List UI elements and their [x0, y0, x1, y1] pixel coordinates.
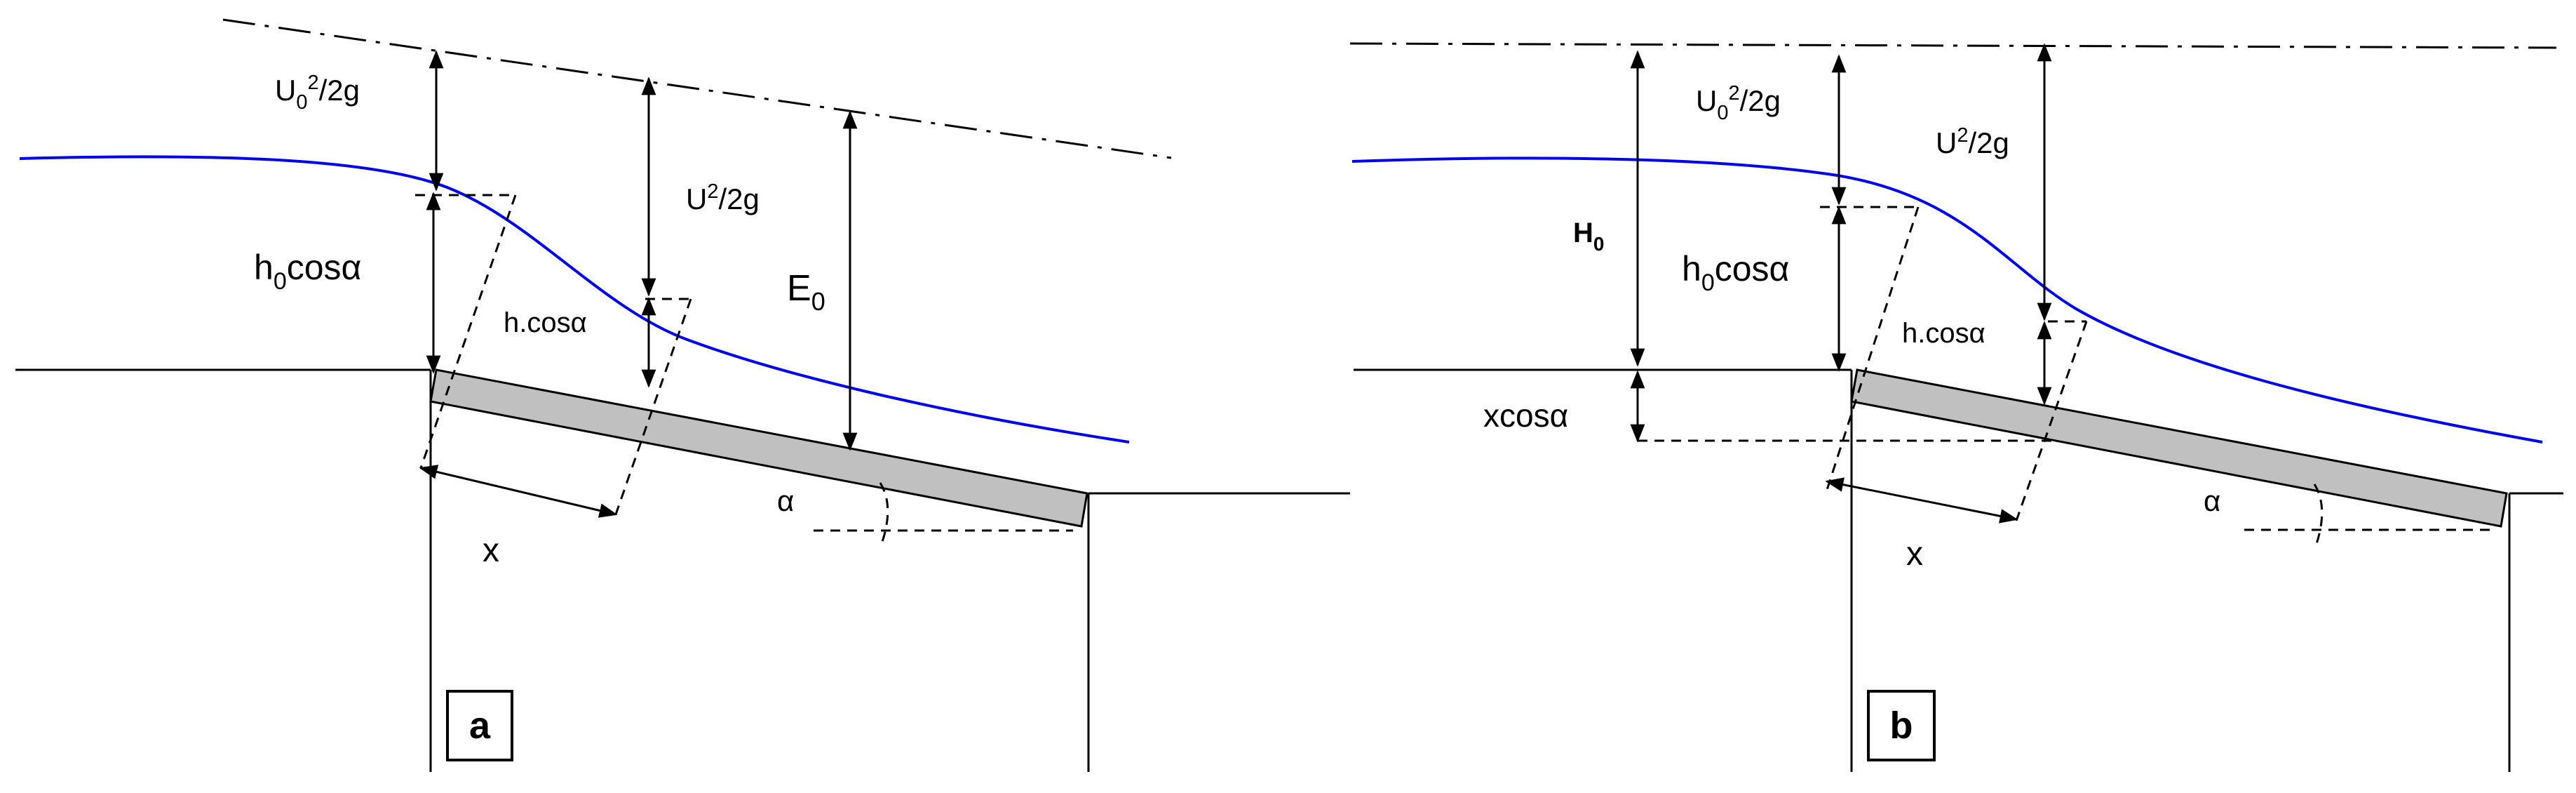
inclined-plate [1850, 368, 2508, 528]
label-x: x [483, 532, 499, 569]
inclined-plate [429, 368, 1088, 528]
label-h0-depth: h0cosα [1682, 249, 1789, 296]
label-u-head: U2/2g [686, 180, 760, 215]
label-xcos-drop: xcosα [1483, 397, 1568, 434]
label-u0-head: U02/2g [275, 72, 360, 114]
energy-line [1349, 42, 2557, 49]
label-h0-total: H0 [1573, 218, 1604, 255]
label-e0: E0 [787, 268, 825, 316]
panel-a: U02/2g h0cosα U2/2g h.cosα E0 α x a [15, 18, 1350, 772]
water-surface [1351, 156, 2543, 444]
arrow-x [419, 465, 618, 518]
label-h0-depth: h0cosα [254, 248, 361, 295]
label-angle: α [777, 484, 794, 517]
energy-line [222, 18, 1172, 159]
label-u0-head: U02/2g [1696, 82, 1781, 124]
panel-tag-b: b [1867, 690, 1936, 761]
arrow-x [1825, 477, 2018, 524]
label-angle: α [2204, 484, 2220, 517]
panel-b: U02/2g U2/2g H0 h0cosα h.cosα xcosα α x … [1349, 42, 2563, 772]
panel-tag-a: a [446, 690, 513, 761]
label-u-head: U2/2g [1936, 124, 2009, 159]
construction-lines [1638, 206, 2493, 545]
label-x: x [1906, 535, 1923, 573]
label-h-depth: h.cosα [504, 307, 587, 338]
svg-text:a: a [469, 705, 491, 747]
svg-text:b: b [1890, 705, 1913, 747]
construction-lines [415, 194, 1073, 542]
label-h-depth: h.cosα [1902, 318, 1985, 349]
water-surface [19, 155, 1130, 444]
